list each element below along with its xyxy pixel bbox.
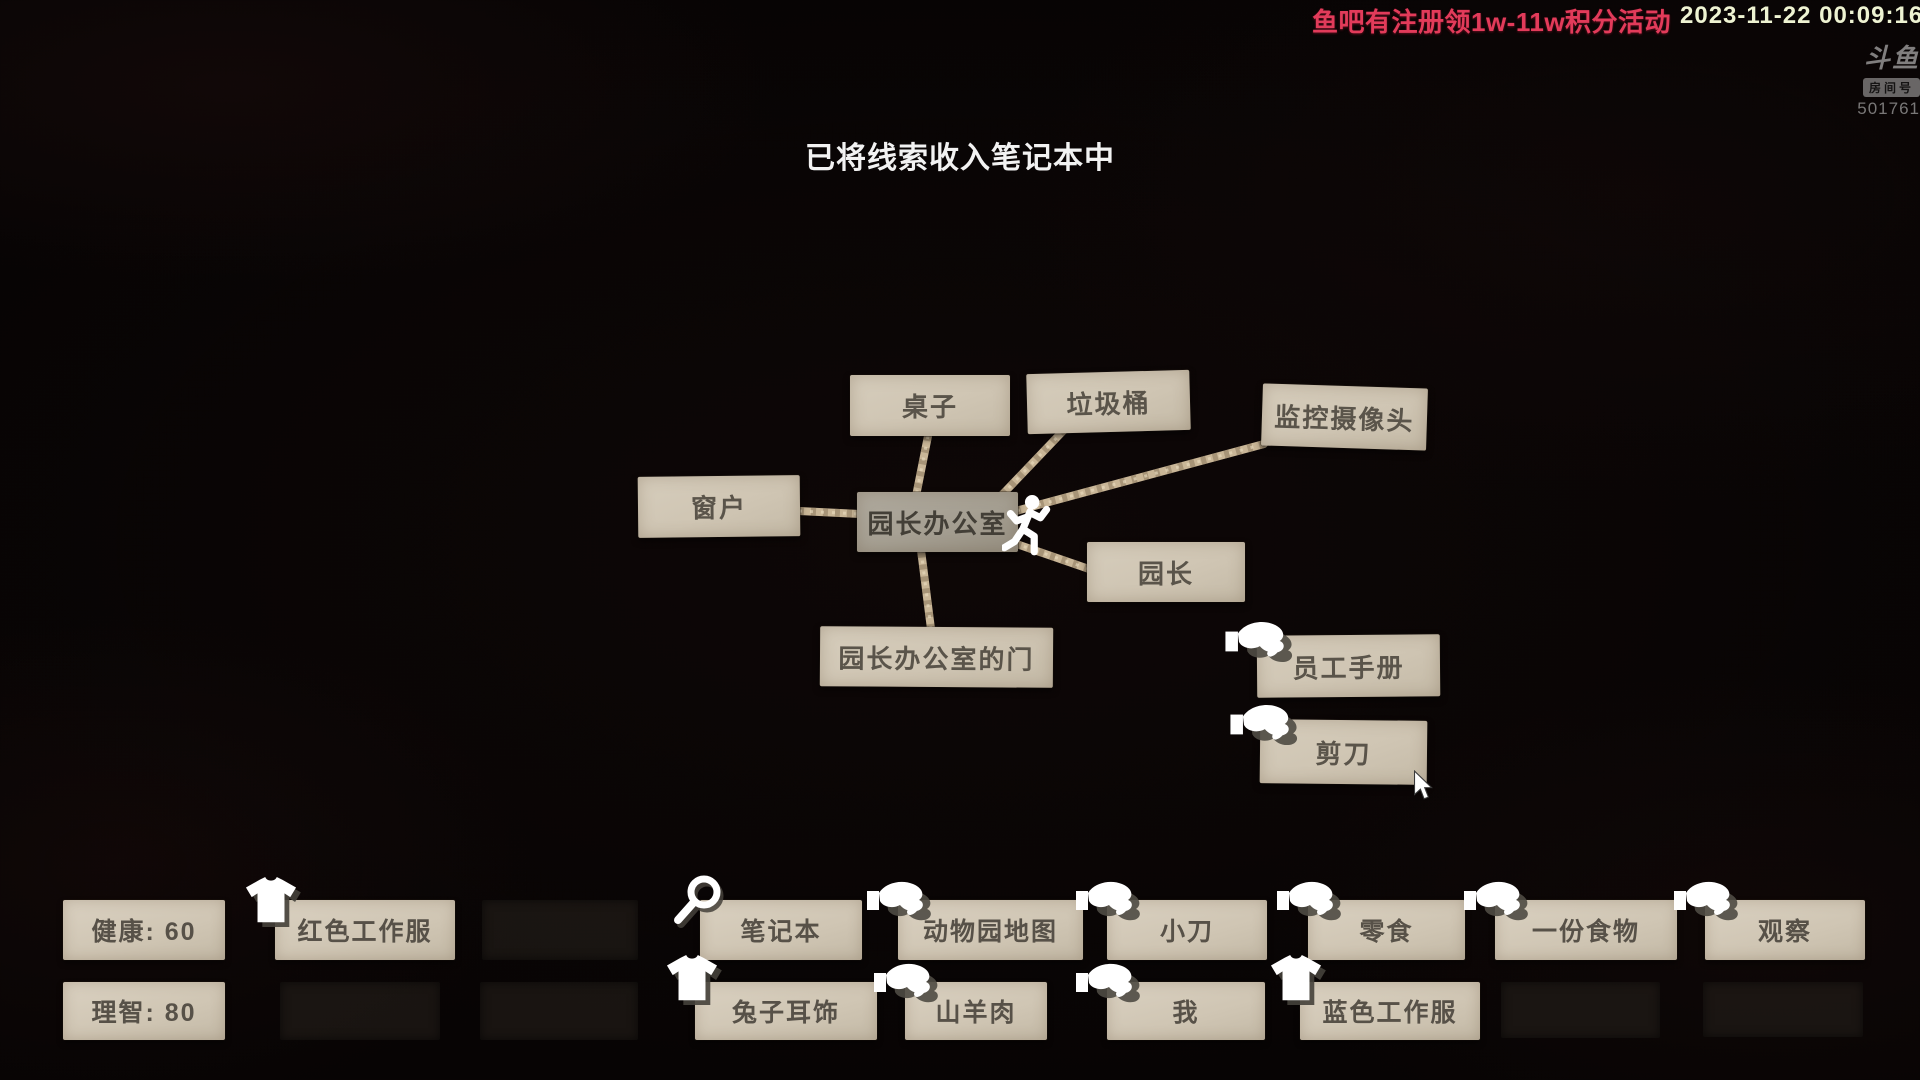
douyu-logo: 斗鱼 xyxy=(1863,43,1920,73)
sanity-stat-label: 理智: 80 xyxy=(91,999,197,1027)
health-stat-label: 健康: 60 xyxy=(91,918,197,946)
map-node-label: 员工手册 xyxy=(1292,652,1405,683)
item-red-uniform[interactable]: 红色工作服 xyxy=(275,900,455,960)
item-label: 红色工作服 xyxy=(297,918,433,946)
empty-slot xyxy=(480,982,638,1040)
map-node-director[interactable]: 园长 xyxy=(1087,542,1245,602)
item-label: 动物园地图 xyxy=(922,918,1058,946)
item-label: 笔记本 xyxy=(740,918,822,946)
item-rabbit-ears[interactable]: 兔子耳饰 xyxy=(695,982,877,1040)
map-node-office-door[interactable]: 园长办公室的门 xyxy=(819,626,1054,688)
sanity-stat: 理智: 80 xyxy=(63,982,225,1040)
item-zoo-map[interactable]: 动物园地图 xyxy=(898,900,1083,960)
rope-door xyxy=(917,546,935,633)
rope-camera xyxy=(1008,440,1268,516)
empty-slot xyxy=(280,982,440,1040)
item-label: 一份食物 xyxy=(1531,918,1640,946)
item-label: 我 xyxy=(1172,999,1200,1027)
item-observe[interactable]: 观察 xyxy=(1705,900,1865,960)
timestamp: 2023-11-22 00:09:16 xyxy=(1680,2,1920,29)
map-node-trashcan[interactable]: 垃圾桶 xyxy=(1026,369,1191,435)
map-node-staff-handbook[interactable]: 员工手册 xyxy=(1256,634,1441,698)
clue-toast: 已将线索收入笔记本中 xyxy=(805,142,1115,175)
item-portion-of-food[interactable]: 一份食物 xyxy=(1495,900,1677,960)
item-me[interactable]: 我 xyxy=(1107,982,1265,1040)
promo-banner: 鱼吧有注册领1w-11w积分活动 xyxy=(1312,7,1672,37)
map-node-window[interactable]: 窗户 xyxy=(637,475,801,538)
item-label: 山羊肉 xyxy=(935,999,1017,1027)
item-knife[interactable]: 小刀 xyxy=(1107,900,1267,960)
map-node-label: 剪刀 xyxy=(1315,738,1372,769)
rope-desk xyxy=(912,432,932,500)
map-node-label: 监控摄像头 xyxy=(1274,401,1415,436)
map-node-label: 桌子 xyxy=(901,392,958,422)
empty-slot xyxy=(482,900,638,960)
mouse-cursor xyxy=(1411,770,1433,802)
rope-trashcan xyxy=(996,426,1068,501)
empty-slot xyxy=(1703,982,1863,1037)
item-notebook[interactable]: 笔记本 xyxy=(700,900,862,960)
item-snack[interactable]: 零食 xyxy=(1308,900,1465,960)
map-node-camera[interactable]: 监控摄像头 xyxy=(1261,383,1428,451)
item-goat-meat[interactable]: 山羊肉 xyxy=(905,982,1047,1040)
item-label: 观察 xyxy=(1757,918,1812,946)
map-node-label: 园长 xyxy=(1137,558,1194,589)
map-node-scissors[interactable]: 剪刀 xyxy=(1259,719,1428,785)
map-node-label: 园长办公室的门 xyxy=(838,642,1035,675)
map-node-office-current[interactable]: 园长办公室 xyxy=(857,492,1018,552)
room-number-label: 房间号 xyxy=(1862,78,1920,97)
health-stat: 健康: 60 xyxy=(63,900,225,960)
item-label: 蓝色工作服 xyxy=(1322,999,1458,1027)
item-blue-uniform[interactable]: 蓝色工作服 xyxy=(1300,982,1480,1040)
item-label: 兔子耳饰 xyxy=(731,999,840,1027)
map-node-label: 窗户 xyxy=(690,492,748,524)
room-number: 501761 xyxy=(1857,99,1920,118)
map-node-label: 园长办公室 xyxy=(867,508,1008,539)
item-label: 零食 xyxy=(1359,918,1414,946)
map-node-desk[interactable]: 桌子 xyxy=(850,375,1010,436)
item-label: 小刀 xyxy=(1159,918,1214,946)
rope-window xyxy=(795,507,864,518)
douyu-watermark: 斗鱼 房间号 501761 xyxy=(1842,38,1920,119)
empty-slot xyxy=(1501,982,1660,1038)
map-node-label: 垃圾桶 xyxy=(1066,387,1151,420)
